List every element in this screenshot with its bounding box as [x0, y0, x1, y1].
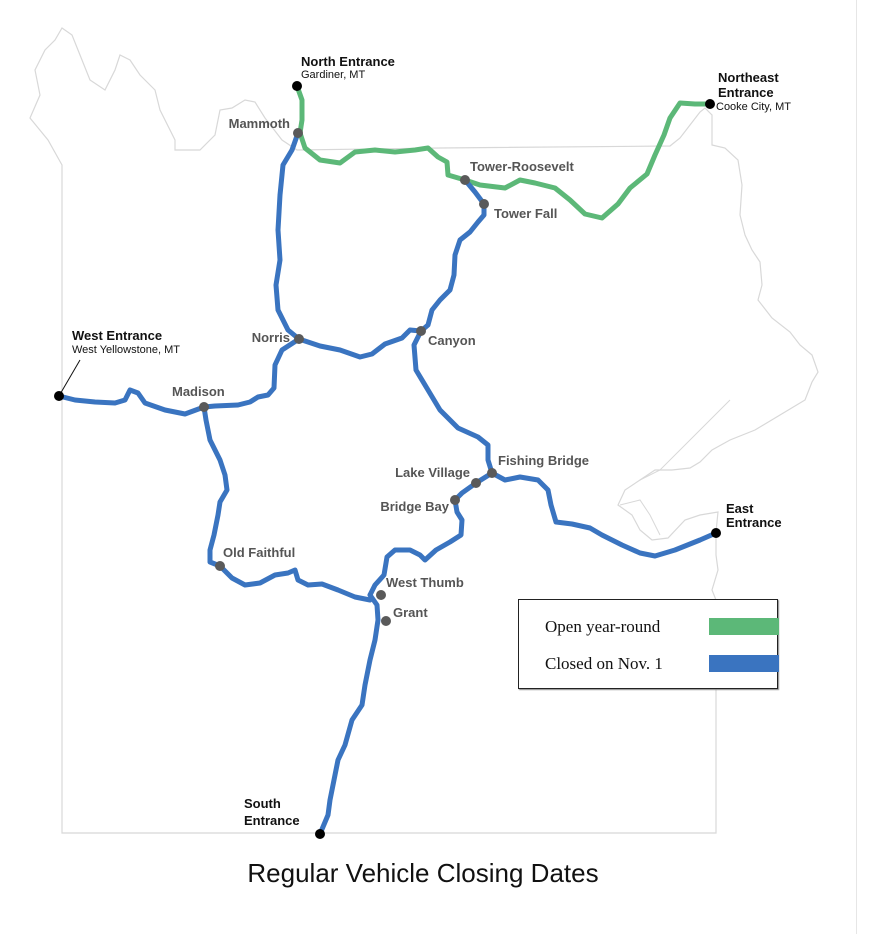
road-mammoth-norris	[273, 130, 302, 342]
west-entrance-label: West Entrance	[72, 328, 162, 343]
northeast-entrance-marker[interactable]	[705, 99, 715, 109]
legend-open-swatch	[709, 618, 779, 635]
mammoth-marker[interactable]	[293, 128, 303, 138]
tower-fall-marker[interactable]	[479, 199, 489, 209]
road-west-entrance-madison	[56, 387, 207, 417]
east-entrance-label-1: East	[726, 501, 754, 516]
grant-label: Grant	[393, 605, 428, 620]
south-entrance-marker[interactable]	[315, 829, 325, 839]
grant-marker[interactable]	[381, 616, 391, 626]
bridge-bay-marker[interactable]	[450, 495, 460, 505]
legend-closed-label: Closed on Nov. 1	[545, 654, 663, 673]
road-madison-old-faithful	[201, 404, 230, 569]
lake-village-marker[interactable]	[471, 478, 481, 488]
madison-label: Madison	[172, 384, 225, 399]
norris-marker[interactable]	[294, 334, 304, 344]
road-north-entrance-mammoth	[294, 83, 305, 136]
northeast-entrance-town: Cooke City, MT	[716, 101, 791, 113]
road-fishing-bridge-east-entrance	[489, 470, 719, 559]
fishing-bridge-label: Fishing Bridge	[498, 453, 589, 468]
mammoth-label: Mammoth	[229, 116, 290, 131]
northeast-entrance-label-1: Northeast	[718, 70, 779, 85]
closed-roads	[56, 130, 719, 837]
bridge-bay-label: Bridge Bay	[380, 499, 449, 514]
boundary-inner-line	[619, 399, 731, 536]
legend-closed-swatch	[709, 655, 779, 672]
north-entrance-label: North Entrance	[301, 54, 395, 69]
canyon-label: Canyon	[428, 333, 476, 348]
fishing-bridge-marker[interactable]	[487, 468, 497, 478]
map-legend: Open year-round Closed on Nov. 1	[518, 599, 779, 689]
road-tower-roosevelt-northeast-entrance	[462, 100, 713, 221]
south-entrance-label-2: Entrance	[244, 813, 300, 828]
road-old-faithful-west-thumb	[217, 563, 373, 603]
road-west-thumb-south-entrance	[317, 592, 381, 837]
tower-roosevelt-marker[interactable]	[460, 175, 470, 185]
road-canyon-fishing-bridge	[411, 328, 495, 476]
west-thumb-label: West Thumb	[386, 575, 464, 590]
west-thumb-marker[interactable]	[376, 590, 386, 600]
tower-roosevelt-label: Tower-Roosevelt	[470, 159, 574, 174]
northeast-entrance-label-2: Entrance	[718, 85, 774, 100]
open-roads	[294, 83, 713, 221]
page-edge-divider	[856, 0, 857, 934]
old-faithful-label: Old Faithful	[223, 545, 295, 560]
road-norris-canyon	[296, 327, 424, 360]
east-entrance-label-2: Entrance	[726, 515, 782, 530]
madison-marker[interactable]	[199, 402, 209, 412]
east-entrance-marker[interactable]	[711, 528, 721, 538]
lake-village-label: Lake Village	[395, 465, 470, 480]
north-entrance-marker[interactable]	[292, 81, 302, 91]
west-entrance-leader-line	[58, 359, 81, 397]
south-entrance-label-1: South	[244, 796, 281, 811]
north-entrance-town: Gardiner, MT	[301, 69, 365, 81]
road-norris-madison	[201, 336, 302, 410]
road-mammoth-tower-roosevelt	[297, 130, 468, 183]
legend-open-label: Open year-round	[545, 617, 661, 636]
west-entrance-marker[interactable]	[54, 391, 64, 401]
tower-fall-label: Tower Fall	[494, 206, 557, 221]
west-entrance-town: West Yellowstone, MT	[72, 344, 180, 356]
canyon-marker[interactable]	[416, 326, 426, 336]
park-boundary	[29, 27, 819, 834]
road-tower-roosevelt-canyon	[418, 177, 487, 334]
map-title: Regular Vehicle Closing Dates	[247, 858, 599, 888]
norris-label: Norris	[252, 330, 290, 345]
old-faithful-marker[interactable]	[215, 561, 225, 571]
